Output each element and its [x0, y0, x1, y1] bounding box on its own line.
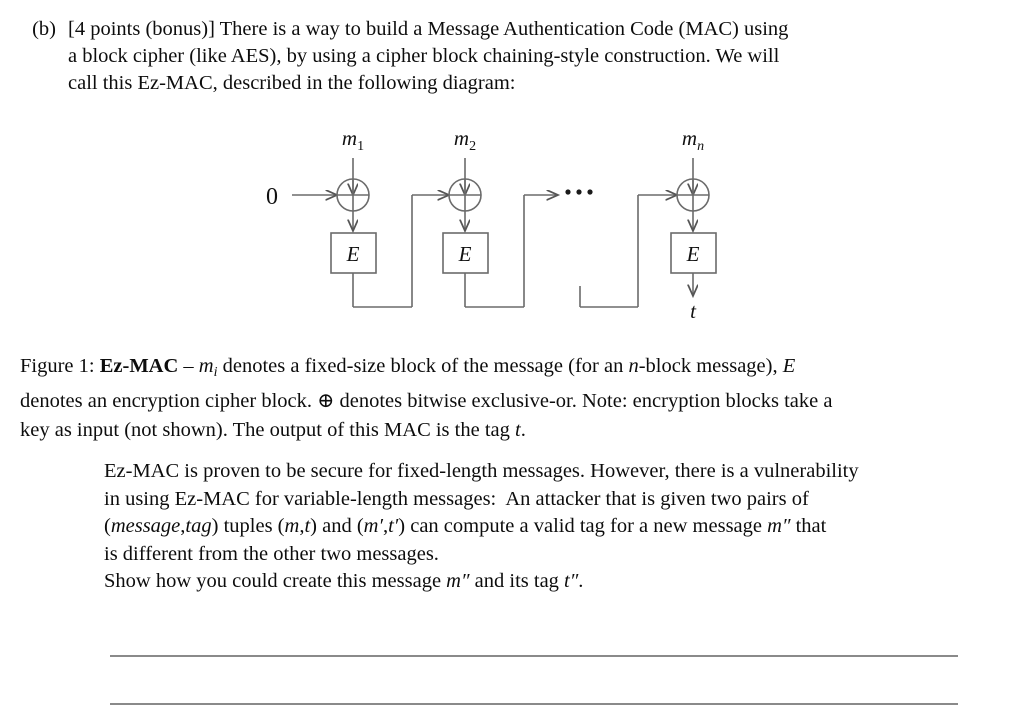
diagram-label-mn: mn: [682, 126, 704, 154]
figure-caption-line-2: denotes an encryption cipher block. ⊕ de…: [20, 390, 833, 413]
answer-lines-group: [110, 655, 958, 705]
cipher-label-1: E: [346, 242, 360, 266]
figure-caption: Figure 1: Ez-MAC – mi denotes a fixed-si…: [20, 352, 964, 444]
lower-line-2: in using Ez-MAC for variable-length mess…: [104, 487, 809, 510]
cipher-label-2: E: [458, 242, 472, 266]
lower-paragraph-row: Ez-MAC is proven to be secure for fixed-…: [0, 458, 1026, 596]
part-b-block: (b) [4 points (bonus)] There is a way to…: [0, 16, 1026, 97]
part-b-row: (b) [4 points (bonus)] There is a way to…: [0, 16, 1026, 97]
part-b-text: [4 points (bonus)] There is a way to bui…: [68, 16, 948, 97]
answer-rule-1[interactable]: [110, 655, 958, 657]
part-b-label: (b): [32, 18, 56, 40]
diagram-tag-label: t: [690, 299, 697, 323]
lower-line-3: (message,tag) tuples (m,t) and (m′,t′) c…: [104, 515, 827, 537]
part-b-line-2: a block cipher (like AES), by using a ci…: [68, 45, 780, 67]
diagram-label-m2: m2: [454, 126, 476, 154]
figure-caption-line-3: key as input (not shown). The output of …: [20, 418, 526, 441]
ellipsis-dots: [565, 189, 593, 195]
ez-mac-diagram: 0 m1 m2 mn E E E t: [0, 118, 1026, 333]
answer-rule-gap: [110, 657, 958, 703]
lower-paragraph-text: Ez-MAC is proven to be secure for fixed-…: [104, 458, 964, 596]
ez-mac-diagram-svg: 0 m1 m2 mn E E E t: [266, 126, 717, 323]
diagram-label-m1: m1: [342, 126, 364, 154]
lower-paragraph-block: Ez-MAC is proven to be secure for fixed-…: [0, 458, 1026, 596]
answer-rule-2[interactable]: [110, 703, 958, 705]
part-b-line-3: call this Ez-MAC, described in the follo…: [68, 72, 516, 94]
lower-line-1: Ez-MAC is proven to be secure for fixed-…: [104, 460, 859, 482]
lower-line-4: is different from the other two messages…: [104, 542, 439, 565]
diagram-iv-label: 0: [266, 184, 278, 210]
part-b-line-1: [4 points (bonus)] There is a way to bui…: [68, 18, 789, 40]
figure-caption-line-1: Figure 1: Ez-MAC – mi denotes a fixed-si…: [20, 355, 796, 380]
cipher-label-n: E: [686, 242, 700, 266]
lower-line-5: Show how you could create this message m…: [104, 570, 584, 592]
